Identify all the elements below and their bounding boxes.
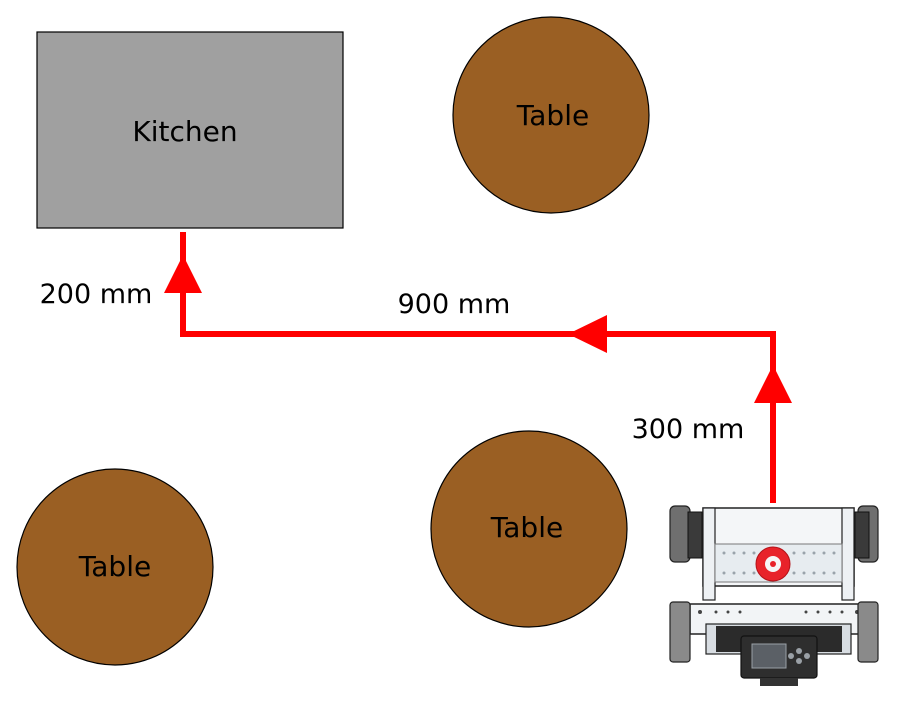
table-left: Table <box>16 468 214 666</box>
kitchen-rect <box>36 31 344 229</box>
arrow-left-icon <box>568 315 607 353</box>
arrow-up-icon <box>754 365 792 403</box>
distance-label-second-leg: 900 mm <box>398 289 511 320</box>
table-circle <box>452 16 650 214</box>
wheel-icon <box>857 601 879 663</box>
table-circle <box>16 468 214 666</box>
wheel-icon <box>669 601 691 663</box>
robot-icon <box>669 505 879 686</box>
robot-screen <box>751 643 787 669</box>
table-circle <box>430 430 628 628</box>
table-label: Table <box>78 550 151 583</box>
wheel-icon <box>669 505 691 563</box>
robot-rail-left <box>702 507 716 601</box>
kitchen-label: Kitchen <box>132 115 237 148</box>
robot-rail-right <box>841 507 855 601</box>
kitchen: Kitchen <box>36 31 344 229</box>
table-middle: Table <box>430 430 628 628</box>
table-top: Table <box>452 16 650 214</box>
robot-path <box>164 232 792 503</box>
table-label: Table <box>490 511 563 544</box>
arrow-up-icon <box>164 255 202 293</box>
distance-label-third-leg: 200 mm <box>40 279 153 310</box>
distance-label-first-leg: 300 mm <box>632 414 745 445</box>
table-label: Table <box>516 99 589 132</box>
